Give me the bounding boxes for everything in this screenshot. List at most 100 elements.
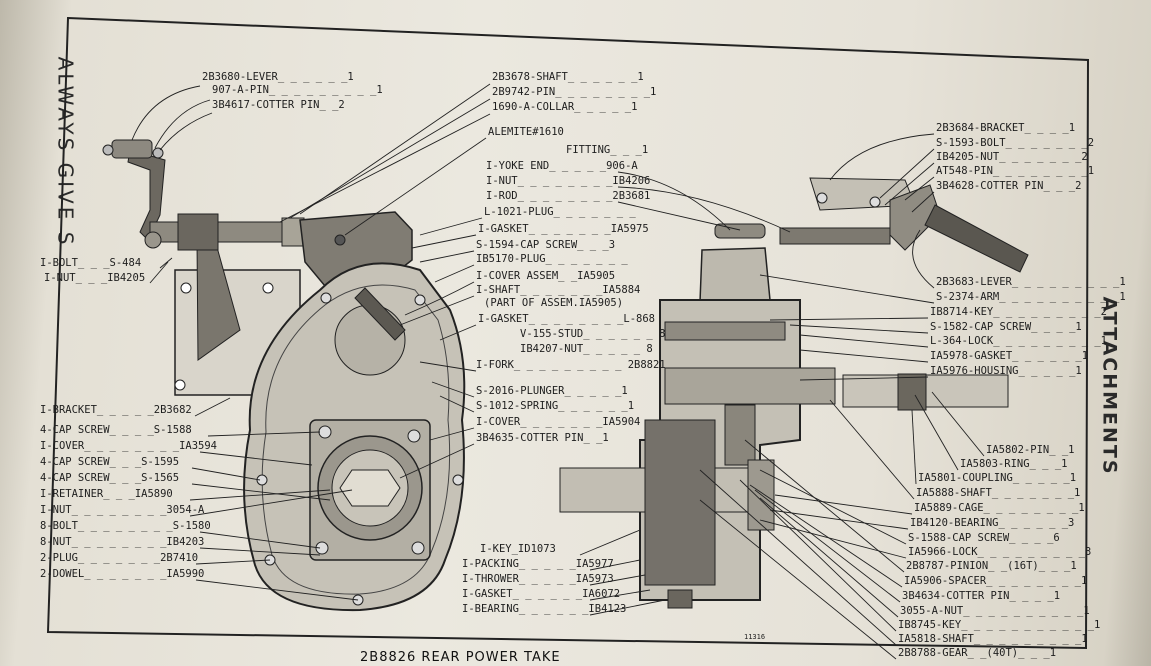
bracket-hole [262,282,274,294]
part-label: IA5802-PIN_ _1 [986,444,1075,456]
part-label: S-1582-CAP SCREW_ _ _ _1 [930,321,1082,333]
part-label: IA5906-SPACER_ _ _ _ _ _ _ _1 [904,575,1088,587]
alemite-fitting [334,234,346,246]
part-label: I-COVER_ _ _ _ _ _ _ _IA3594 [40,440,218,452]
part-label: IB4120-BEARING_ _ _ _ _ _3 [910,517,1075,529]
part-label: I-BRACKET_ _ _ _ _2B3682 [40,404,192,416]
part-label: 8-NUT_ _ _ _ _ _ _ _IB4203 [40,536,205,548]
part-label: IA5976-HOUSING_ _ _ _ _1 [930,365,1082,377]
part-label: IA5978-GASKET_ _ _ _ _ _1 [930,350,1089,362]
housing-bolt [256,474,268,486]
figure-caption: 2B8826 REAR POWER TAKE [360,650,561,665]
part-label: FITTING_ _ _1 [566,144,649,156]
part-label: I-COVER_ _ _ _ _ _ _IA5904 [476,416,641,428]
part-label: 4-CAP SCREW_ _ _S-1595 [40,456,180,468]
part-label: 3B4635-COTTER PIN_ _1 [476,432,609,444]
pinion [724,404,756,466]
part-label: 2B3680-LEVER_ _ _ _ _ _1 [202,71,354,83]
part-label: I-ROD_ _ _ _ _ _ _ _2B3681 [486,190,651,202]
part-label: IA5889-CAGE_ _ _ _ _ _ _ _1 [914,502,1085,514]
part-label: 3B4617-COTTER PIN_ _2 [212,99,345,111]
shaft-collar [177,213,219,251]
part-label: 2B3683-LEVER_ _ _ _ _ _ _ _ _1 [936,276,1126,288]
housing-bolt [411,541,425,555]
housing-bolt [414,294,426,306]
part-label: I-GASKET_ _ _ _ _ _IA6072 [462,588,621,600]
housing-bolt [407,429,421,443]
part-label: I-GASKET_ _ _ _ _ _ _ _L-868 [478,313,656,325]
housing-bolt [452,474,464,486]
lever-clevis [111,139,153,159]
lever-handle [924,204,1029,273]
part-label: 2B9742-PIN_ _ _ _ _ _ _ _1 [492,86,657,98]
part-label: IA5888-SHAFT_ _ _ _ _ _ _1 [916,487,1081,499]
part-label: I-NUT_ _ _ _ _ _ _ _IB4206 [486,175,651,187]
part-label: IA5801-COUPLING_ _ _ _ _1 [918,472,1077,484]
part-label: I-BEARING_ _ _ _ _ _IB4123 [462,603,627,615]
part-label: 2-PLUG_ _ _ _ _ _ _2B7410 [40,552,199,564]
part-label: IB8714-KEY_ _ _ _ _ _ _ _ _2 [930,306,1108,318]
part-label: S-1012-SPRING_ _ _ _ _ _1 [476,400,635,412]
section-top-cover [699,247,771,303]
part-label: (PART OF ASSEM.IA5905) [484,297,624,309]
drawing-border [46,16,1090,650]
part-label: I-THROWER_ _ _ _ _IA5973 [462,573,614,585]
housing-inner-rim [261,284,451,595]
part-label: 2B3684-BRACKET_ _ _ _1 [936,122,1076,134]
output-shaft [664,367,836,405]
part-label: 4-CAP SCREW_ _ _ _S-1588 [40,424,192,436]
part-label: 3B4628-COTTER PIN_ _ _2 [936,180,1082,192]
part-label: 8-BOLT_ _ _ _ _ _ _ _S-1580 [40,520,211,532]
shift-rod [779,227,891,245]
part-label: I-BOLT_ _ _S-484 [40,257,142,269]
part-label: 907-A-PIN_ _ _ _ _ _ _ _ _1 [212,84,383,96]
part-label: I-NUT_ _ _ _ _ _ _ _3054-A [40,504,205,516]
part-label: ALEMITE#1610 [488,126,564,138]
part-label: 1690-A-COLLAR_ _ _ _ _1 [492,101,638,113]
part-label: L-364-LOCK_ _ _ _ _ _ _ _ _1 [930,335,1108,347]
part-label: I-RETAINER_ _ _IA5890 [40,488,173,500]
part-label: I-NUT_ _ _IB4205 [44,272,146,284]
castle-nut [339,469,401,507]
shaft-end [144,231,162,249]
part-label: I-FORK_ _ _ _ _ _ _ _ _ 2B8821 [476,359,666,371]
part-label: 2B8788-GEAR_ _(40T)_ _ _1 [898,647,1057,659]
lever-pin [152,147,164,159]
housing-bolt [318,425,332,439]
bracket-bolt [869,196,881,208]
part-label: IA5966-LOCK_ _ _ _ _ _ _ _ _3 [908,546,1092,558]
part-label: S-2374-ARM_ _ _ _ _ _ _ _ _ _1 [936,291,1126,303]
part-label: IB8745-KEY_ _ _ _ _ _ _ _ _ _ _1 [898,619,1101,631]
lever-arm [127,149,166,241]
coupling [897,373,927,411]
bracket-hole [180,282,192,294]
part-label: IA5818-SHAFT_ _ _ _ _ _ _ _ _1 [898,633,1088,645]
part-label: I-PACKING_ _ _ _ _IA5977 [462,558,614,570]
part-label: IA5803-RING_ _ _1 [960,458,1068,470]
part-label: V-155-STUD_ _ _ _ _ _ 8 [520,328,666,340]
part-label: 3B4634-COTTER PIN_ _ _ _1 [902,590,1061,602]
part-label: L-1021-PLUG_ _ _ _ _ _ _ [484,206,636,218]
drawing-code: 11316 [744,633,766,641]
part-label: 2B3678-SHAFT_ _ _ _ _ _1 [492,71,644,83]
bracket-bolt [816,192,828,204]
part-label: I-GASKET_ _ _ _ _ _ _IA5975 [478,223,649,235]
part-label: S-2016-PLUNGER_ _ _ _ _1 [476,385,628,397]
bottom-plug [667,589,693,609]
part-label: IB5170-PLUG_ _ _ _ _ _ _ [476,253,628,265]
part-label: I-SHAFT_ _ _ _ _ _ _IA5884 [476,284,641,296]
part-label: 3055-A-NUT_ _ _ _ _ _ _ _ _ _1 [900,605,1090,617]
part-label: S-1593-BOLT_ _ _ _ _ _ _2 [936,137,1095,149]
part-label: S-1588-CAP SCREW_ _ _ _6 [908,532,1060,544]
part-label: 2B8787-PINION_ _(16T)_ _ _1 [906,560,1077,572]
housing-bolt [315,541,329,555]
part-label: 4-CAP SCREW_ _ _S-1565 [40,472,180,484]
part-label: S-1594-CAP SCREW_ _ _3 [476,239,616,251]
part-label: 2-DOWEL_ _ _ _ _ _ _IA5990 [40,568,205,580]
part-label: IB4207-NUT_ _ _ _ _ 8 [520,343,653,355]
upper-shaft [664,321,786,341]
fork-shaft [354,287,406,341]
leader-lines [131,83,985,660]
housing-bolt [320,292,332,304]
